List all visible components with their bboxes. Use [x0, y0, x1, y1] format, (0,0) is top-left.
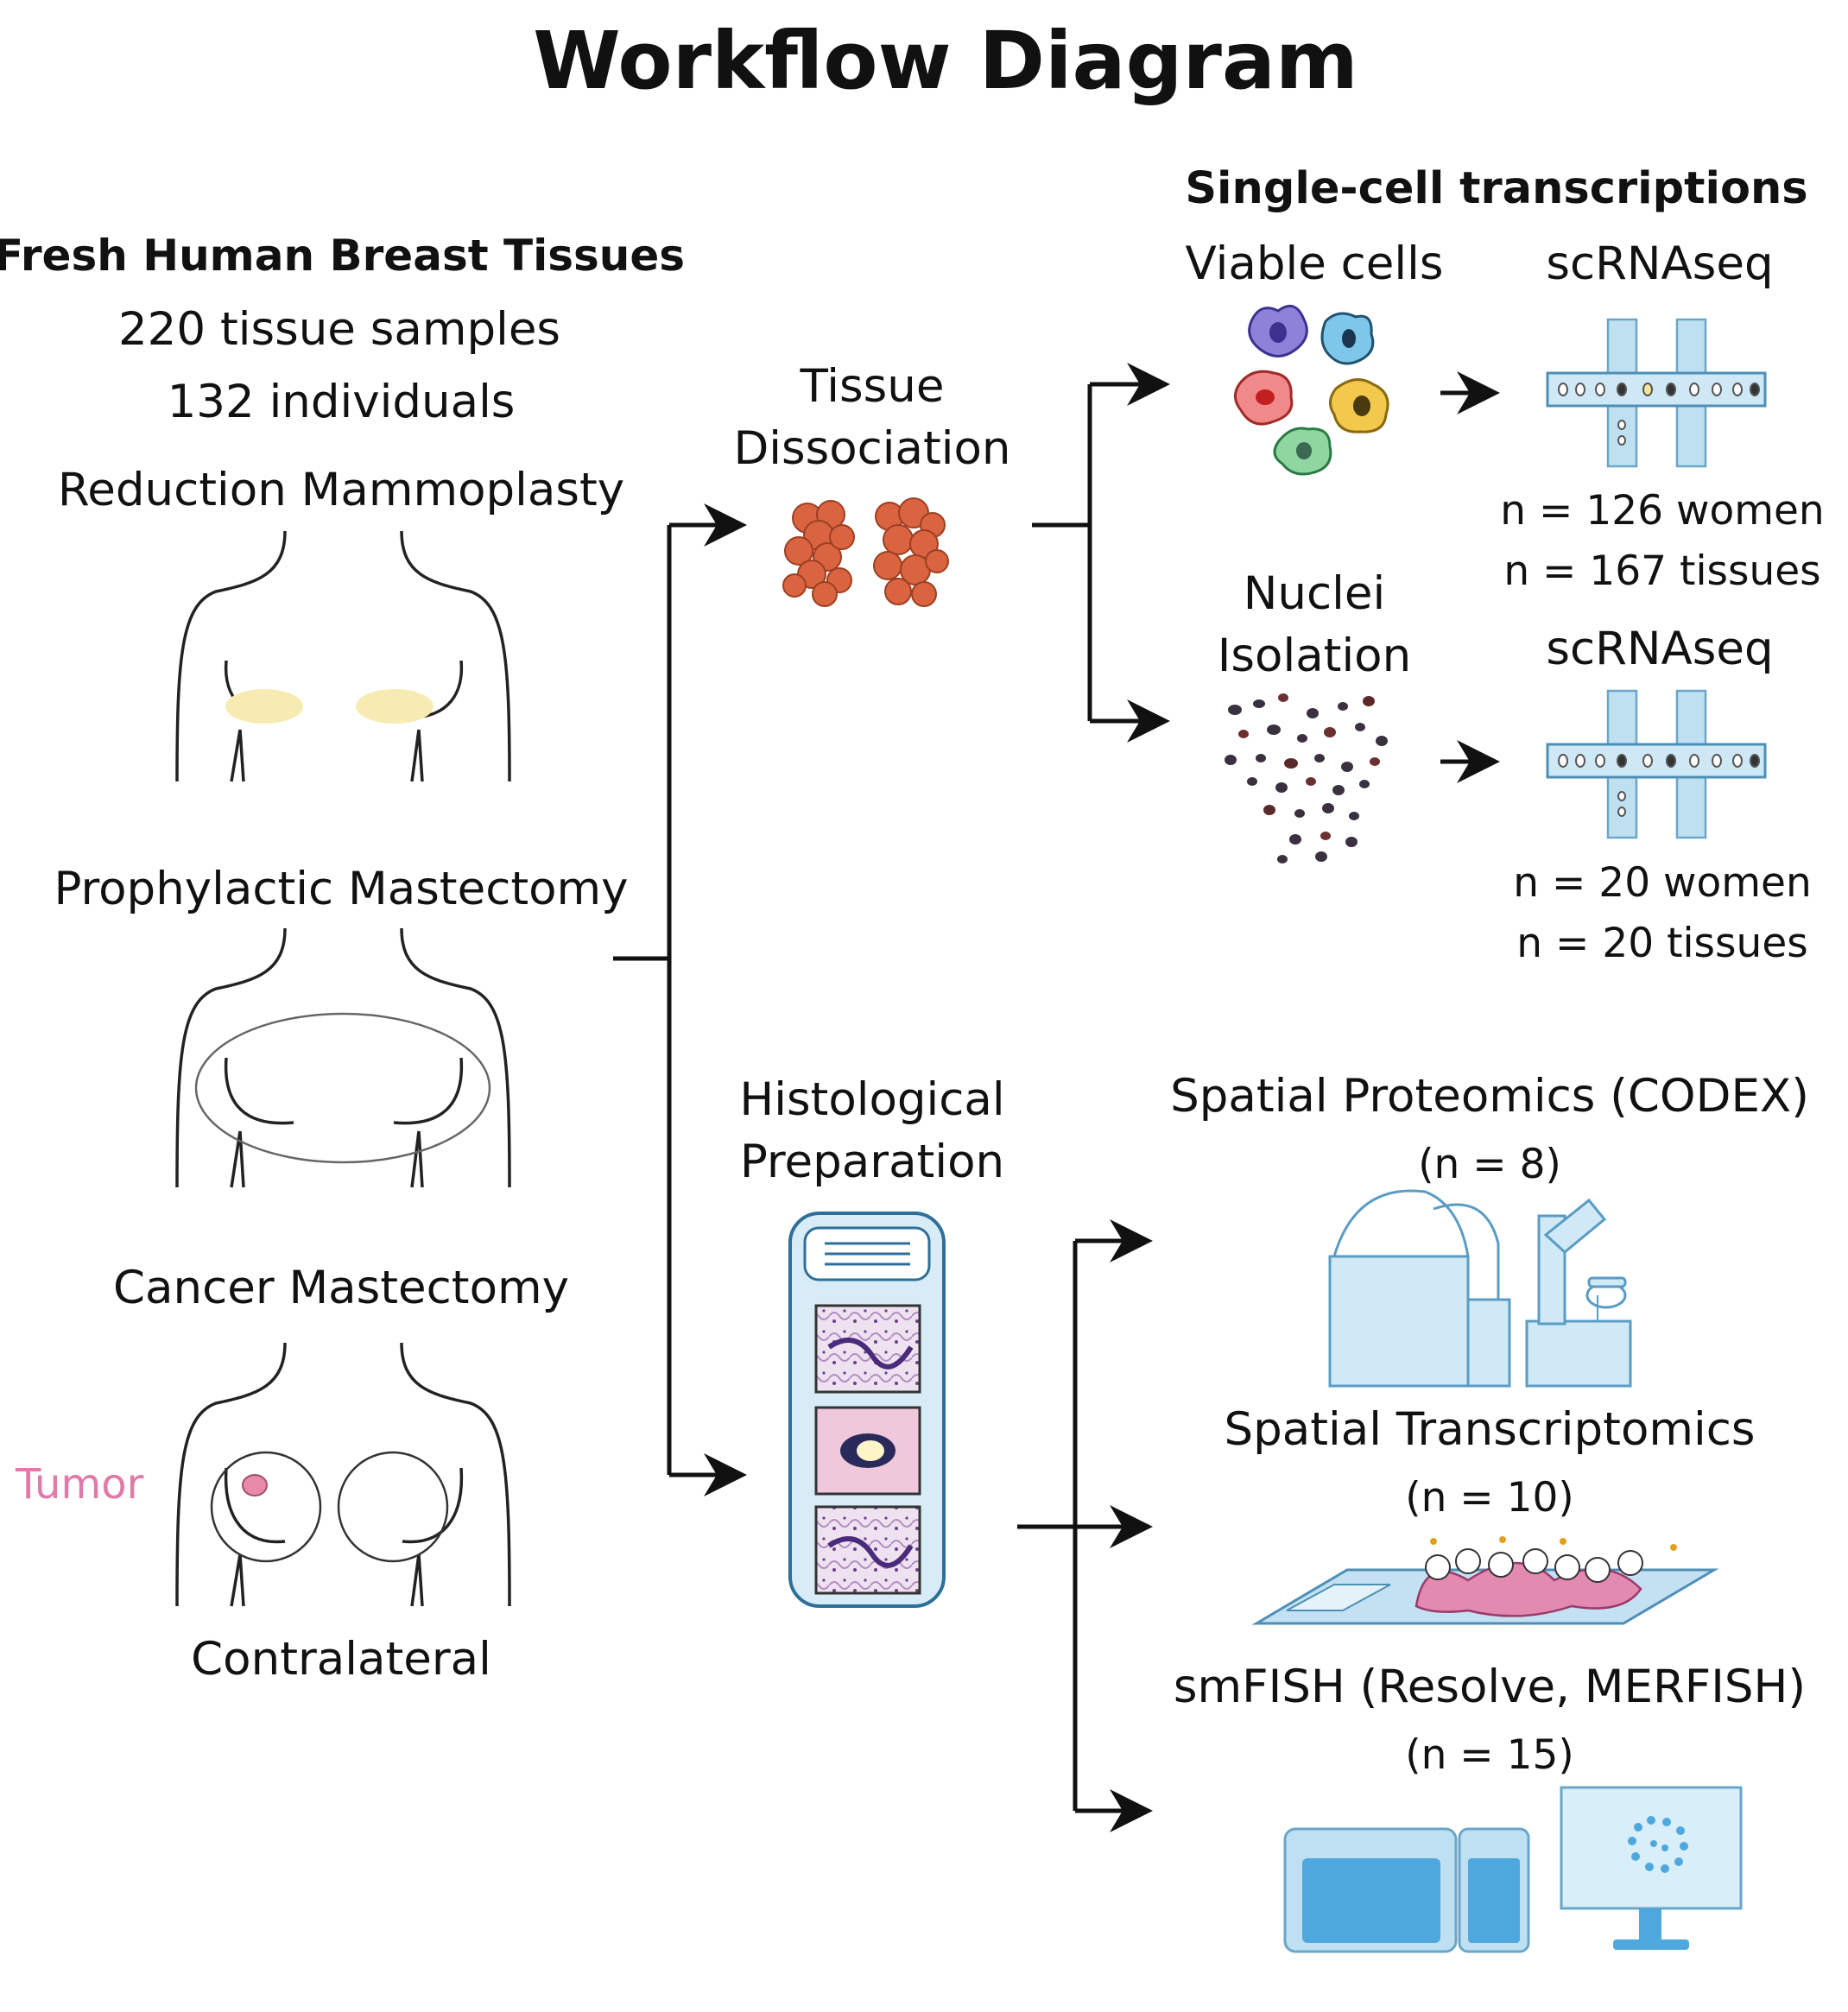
scrnaseq-label-2: scRNAseq — [1546, 623, 1774, 675]
tissue-chunks-icon — [782, 497, 949, 607]
viable-cells-icon — [1234, 304, 1389, 476]
individual-count: 132 individuals — [167, 376, 516, 428]
histological-preparation-line2: Preparation — [739, 1136, 1005, 1188]
scrnaseq-label-1: scRNAseq — [1546, 237, 1774, 290]
smfish-label: smFISH (Resolve, MERFISH) — [1173, 1661, 1807, 1713]
scrnaseq-2-tissue-count: n = 20 tissues — [1516, 920, 1808, 967]
histology-slide-icon — [788, 1212, 946, 1608]
scrnaseq-1-tissue-count: n = 167 tissues — [1503, 547, 1821, 595]
cancer-torso-illustration — [175, 1342, 511, 1607]
connector-lines — [613, 363, 1500, 1832]
source-heading: Fresh Human Breast Tissues — [0, 231, 686, 281]
smfish-instrument-icon — [1283, 1786, 1743, 1953]
scrnaseq-1-women-count: n = 126 women — [1500, 487, 1825, 535]
cohort-prophylactic-mastectomy: Prophylactic Mastectomy — [54, 863, 629, 915]
spatial-transcriptomics-slide-icon — [1251, 1536, 1719, 1625]
scrnaseq-chip-2-icon — [1546, 689, 1767, 839]
spatial-proteomics-count: (n = 8) — [1418, 1141, 1561, 1188]
tissue-dissociation-line2: Dissociation — [733, 422, 1011, 475]
histological-preparation-line1: Histological — [739, 1073, 1005, 1126]
contralateral-label: Contralateral — [191, 1633, 491, 1686]
prophylactic-torso-illustration — [175, 927, 511, 1188]
reduction-torso-illustration — [175, 530, 511, 782]
tissue-dissociation-line1: Tissue — [800, 360, 945, 413]
scrnaseq-2-women-count: n = 20 women — [1513, 859, 1812, 907]
nuclei-icon — [1225, 693, 1388, 864]
page-title: Workflow Diagram — [533, 15, 1358, 107]
tumor-label: Tumor — [16, 1460, 144, 1509]
nuclei-isolation-line1: Nuclei — [1243, 567, 1386, 620]
tissue-sample-count: 220 tissue samples — [117, 303, 561, 356]
single-cell-heading: Single-cell transcriptions — [1185, 163, 1808, 214]
spatial-transcriptomics-count: (n = 10) — [1405, 1474, 1574, 1522]
codex-instrument-icon — [1328, 1189, 1632, 1388]
smfish-count: (n = 15) — [1405, 1731, 1574, 1779]
cohort-cancer-mastectomy: Cancer Mastectomy — [112, 1262, 570, 1314]
nuclei-isolation-line2: Isolation — [1217, 630, 1412, 682]
spatial-transcriptomics-label: Spatial Transcriptomics — [1224, 1403, 1756, 1456]
spatial-proteomics-label: Spatial Proteomics (CODEX) — [1170, 1070, 1809, 1123]
scrnaseq-chip-1-icon — [1546, 318, 1767, 468]
viable-cells-label: Viable cells — [1185, 237, 1444, 290]
cohort-reduction-mammoplasty: Reduction Mammoplasty — [57, 464, 625, 516]
